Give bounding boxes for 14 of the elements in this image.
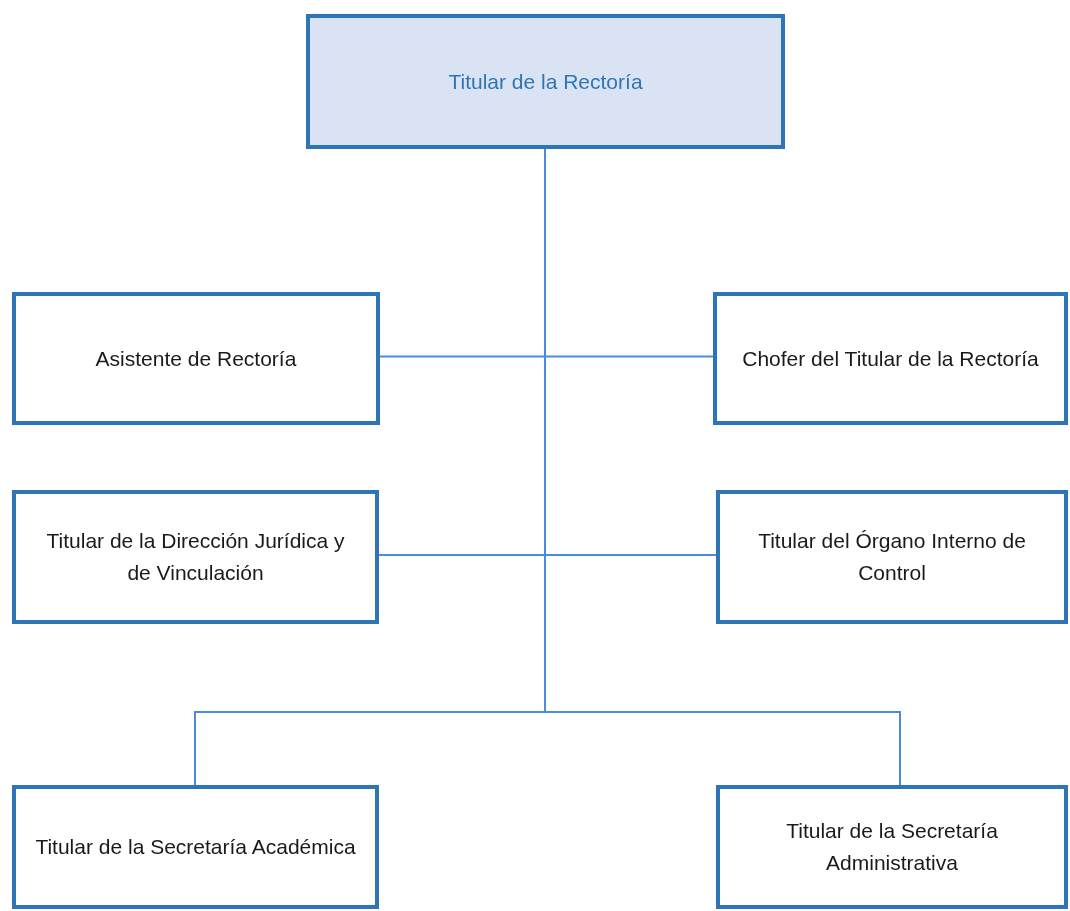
- org-box: [12, 292, 380, 425]
- org-box: [716, 785, 1068, 909]
- org-box: [12, 490, 379, 624]
- org-box: [713, 292, 1068, 425]
- box-label: Titular de la Secretaría Académica: [35, 834, 356, 860]
- box-label: Asistente de Rectoría: [95, 345, 297, 372]
- box-label: Titular del Órgano Interno de Control: [757, 528, 1027, 586]
- box-label: Titular de la Dirección Jurídica y de Vinculación: [45, 528, 346, 586]
- box-label: Titular de la Rectoría: [448, 68, 643, 95]
- box-label: Chofer del Titular de la Rectoría: [742, 345, 1039, 372]
- box-label: Titular de la Secretaría Administrativa: [785, 818, 999, 876]
- org-box: [306, 14, 785, 149]
- org-box: [12, 785, 379, 909]
- org-box: [716, 490, 1068, 624]
